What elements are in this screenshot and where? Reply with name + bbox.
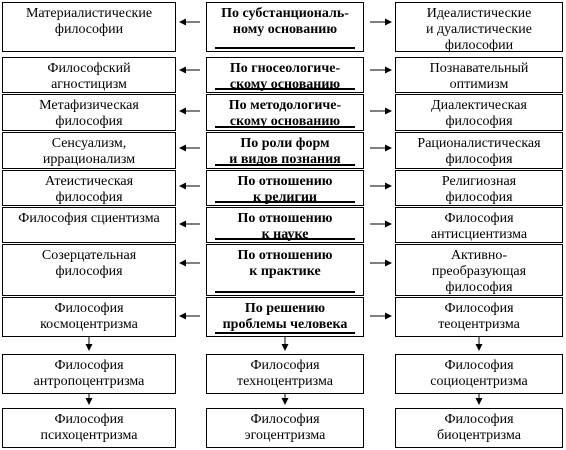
right-box-6: Философия антисциентизма (395, 207, 563, 243)
center-box-3: По методологиче- скому основанию (206, 94, 364, 131)
bottom-left-box-2: Философия психоцентризма (2, 408, 176, 448)
center-box-4: По роли форм и видов познания (206, 132, 364, 169)
bottom-right-box-2: Философия биоцентризма (395, 408, 563, 448)
left-box-3: Метафизическая философия (2, 94, 176, 131)
bottom-right-box-1: Философия социоцентризма (395, 354, 563, 394)
left-box-8: Философия космоцентризма (2, 297, 176, 337)
center-box-5: По отношению к религии (206, 170, 364, 206)
bottom-left-box-1: Философия антропоцентризма (2, 354, 176, 394)
bottom-center-box-2: Философия эгоцентризма (206, 408, 364, 448)
left-box-6: Философия сциентизма (2, 207, 176, 243)
center-box-7: По отношению к практике (206, 244, 364, 296)
right-box-7: Активно- преобразующая философия (395, 244, 563, 296)
right-box-4: Рационалистическая философия (395, 132, 563, 169)
right-box-2: Познавательный оптимизм (395, 57, 563, 93)
right-box-1: Идеалистические и дуалистические философ… (395, 2, 563, 53)
left-box-2: Философский агностицизм (2, 57, 176, 93)
center-box-2: По гносеологиче- скому основанию (206, 57, 364, 93)
bottom-center-box-1: Философия техноцентризма (206, 354, 364, 394)
left-box-4: Сенсуализм, иррационализм (2, 132, 176, 169)
right-box-3: Диалектическая философия (395, 94, 563, 131)
center-box-1: По субстанциональ- ному основанию (206, 2, 364, 52)
left-box-5: Атеистическая философия (2, 170, 176, 206)
center-box-6: По отношению к науке (206, 207, 364, 243)
right-box-5: Религиозная философия (395, 170, 563, 206)
left-box-1: Материалистические философии (2, 2, 176, 52)
right-box-8: Философия теоцентризма (395, 297, 563, 337)
center-box-8: По решению проблемы человека (206, 297, 364, 337)
left-box-7: Созерцательная философия (2, 244, 176, 296)
